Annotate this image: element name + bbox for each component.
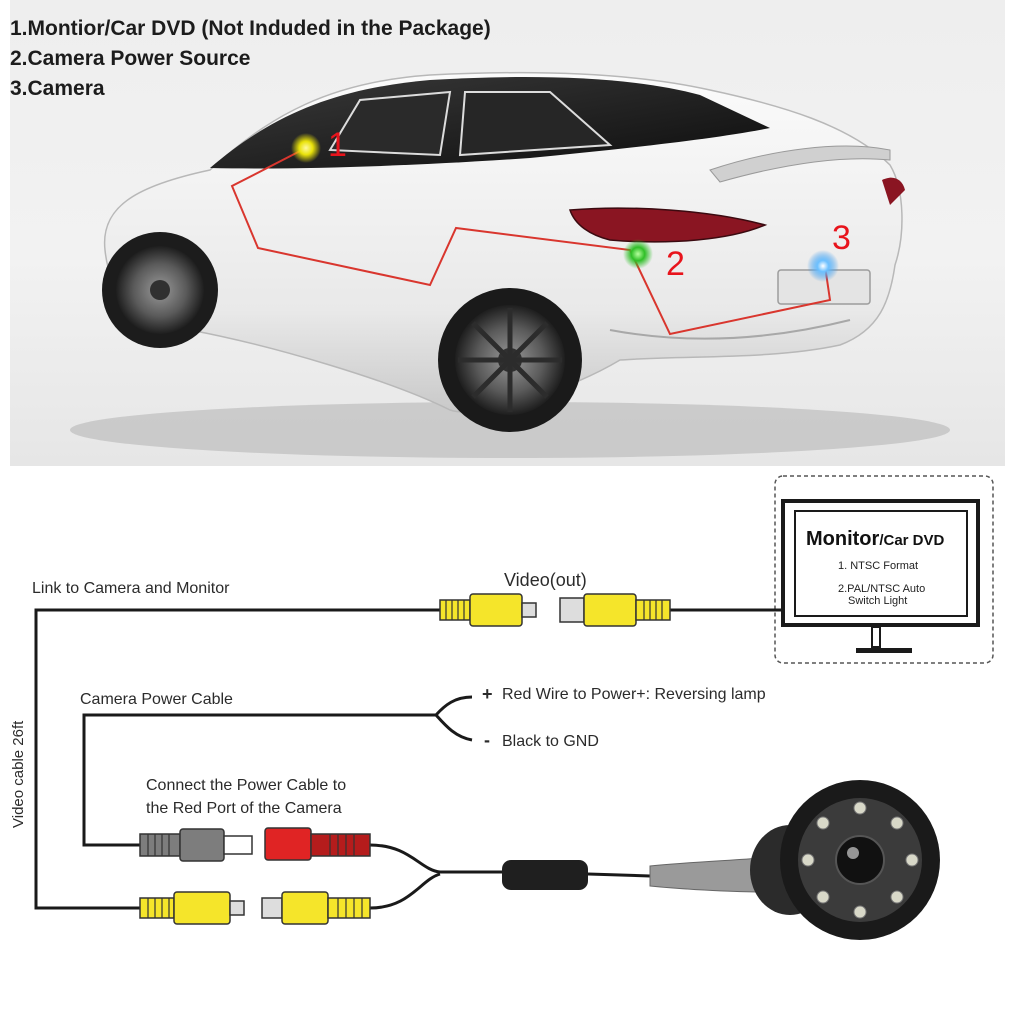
car-photo: 1 2 3 — [10, 0, 1005, 466]
camera-lens-glint — [847, 847, 859, 859]
car-rear-window — [458, 91, 613, 157]
monitor-spec-1: 1. NTSC Format — [838, 560, 918, 572]
video-cable-left — [34, 608, 440, 910]
power-wire-black — [434, 713, 473, 742]
camera-lens — [835, 835, 885, 885]
label-link: Link to Camera and Monitor — [32, 580, 230, 597]
marker-3-dot — [807, 250, 839, 282]
camera-cable — [587, 872, 651, 878]
label-power-cable: Camera Power Cable — [80, 691, 233, 708]
power-plug-gray — [139, 828, 253, 862]
video-in-connector-right — [261, 891, 371, 925]
marker-2-dot — [623, 239, 653, 269]
car-illustration: 1 2 3 — [70, 71, 950, 458]
marker-1-dot — [291, 133, 321, 163]
inline-module — [502, 860, 588, 890]
tail-light — [568, 207, 768, 243]
label-plus: + — [482, 684, 493, 704]
monitor-base — [856, 648, 912, 653]
monitor-title-sub: /Car DVD — [879, 532, 944, 549]
monitor-title: Monitor/Car DVD — [806, 528, 944, 550]
label-red-wire: Red Wire to Power+: Reversing lamp — [502, 686, 766, 703]
label-black-wire: Black to GND — [502, 733, 599, 750]
monitor-neck — [871, 626, 881, 648]
power-cable-left — [82, 713, 436, 847]
label-connect-line1: Connect the Power Cable to — [146, 777, 346, 794]
legend-item-1: 1.Montior/Car DVD (Not Induded in the Pa… — [10, 17, 491, 40]
red-port-cable — [369, 843, 505, 874]
cables — [34, 608, 783, 910]
monitor-dashed-box — [774, 475, 994, 664]
label-video-out: Video(out) — [504, 570, 587, 590]
legend: 1.Montior/Car DVD (Not Induded in the Pa… — [10, 14, 491, 104]
car-side-window — [328, 90, 452, 157]
monitor-screen — [794, 510, 968, 617]
camera-leds — [801, 801, 919, 919]
power-wire-red — [434, 695, 473, 717]
camera — [649, 780, 940, 940]
video-out-connector-left — [439, 593, 537, 627]
monitor-spec-2-line2: Switch Light — [848, 595, 907, 607]
video-out-connector-right — [559, 593, 671, 627]
wiring-route — [230, 147, 832, 336]
camera-cable-sleeve — [649, 857, 763, 893]
legend-item-3: 3.Camera — [10, 77, 105, 100]
front-wheel-hub — [150, 280, 170, 300]
label-minus: - — [484, 730, 490, 750]
marker-2-number: 2 — [666, 245, 685, 283]
label-connect-line2: the Red Port of the Camera — [146, 800, 342, 817]
red-port-connector — [264, 827, 371, 861]
wiring-diagram: Monitor/Car DVD 1. NTSC Format 2.PAL/NTS… — [10, 475, 994, 940]
car-spoiler — [709, 145, 891, 183]
marker-1-number: 1 — [328, 126, 347, 164]
marker-3-number: 3 — [832, 219, 851, 257]
monitor-spec-2-line1: 2.PAL/NTSC Auto — [838, 583, 925, 595]
rear-wheel-spokes — [458, 308, 562, 412]
legend-item-2: 2.Camera Power Source — [10, 47, 251, 70]
label-video-cable: Video cable 26ft — [10, 720, 27, 828]
bumper-line — [609, 319, 851, 340]
tail-light-right — [882, 177, 905, 205]
monitor-title-main: Monitor — [806, 528, 880, 550]
yellow-port-cable — [369, 872, 441, 910]
video-in-connector-left — [139, 891, 245, 925]
